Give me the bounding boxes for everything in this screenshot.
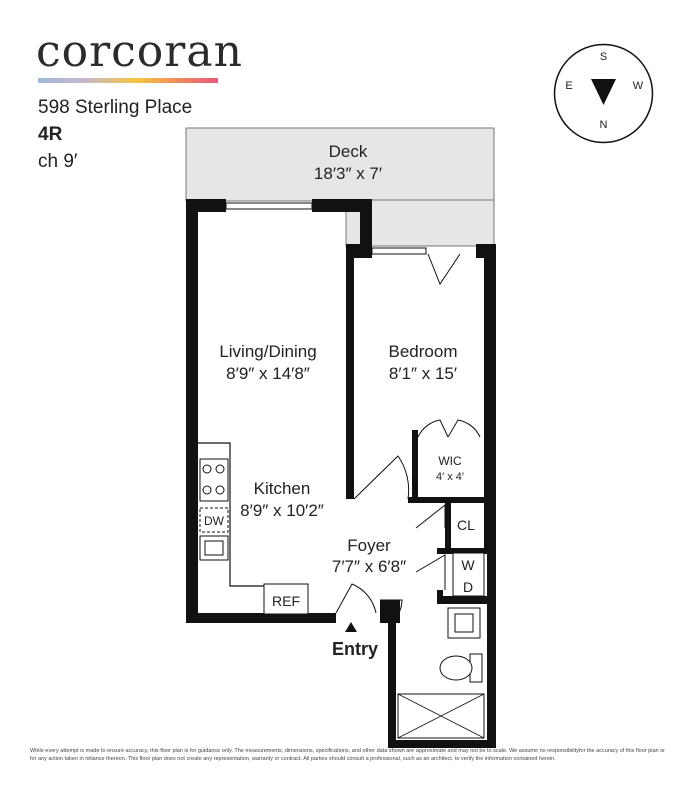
closet-label: CL: [457, 517, 475, 533]
kitchen-dims: 8′9″ x 10′2″: [240, 501, 324, 520]
compass-left-letter: E: [565, 80, 572, 92]
walls: [186, 199, 496, 748]
refrigerator-label: REF: [272, 593, 300, 609]
compass-top-letter: S: [600, 51, 607, 63]
toilet-bowl-icon: [439, 655, 473, 681]
living-name: Living/Dining: [219, 342, 316, 361]
bedroom-name: Bedroom: [389, 342, 458, 361]
compass-bottom-letter: N: [600, 119, 608, 131]
deck-area: [185, 127, 495, 202]
wic-dims: 4′ x 4′: [436, 471, 464, 483]
deck-dims: 18′3″ x 7′: [314, 164, 382, 183]
ceiling-height: ch 9′: [38, 151, 78, 172]
compass-rose: S E W N: [553, 43, 654, 144]
deck-name: Deck: [329, 142, 368, 161]
windows: [225, 202, 427, 255]
corcoran-logo: corcoran: [36, 26, 243, 77]
stove-icon: [199, 458, 229, 502]
disclaimer-text: While every attempt is made to ensure ac…: [30, 748, 665, 762]
kitchen-sink-icon: [199, 535, 229, 561]
brand-color-bar: [38, 78, 218, 83]
foyer-dims: 7′7″ x 6′8″: [332, 557, 406, 576]
bath-sink-icon: [447, 607, 481, 639]
kitchen-name: Kitchen: [254, 479, 311, 498]
refrigerator-box: [263, 583, 309, 615]
compass-arrow-icon: [591, 79, 616, 105]
dishwasher-box: [199, 507, 229, 533]
living-dims: 8′9″ x 14′8″: [226, 364, 310, 383]
wic-name: WIC: [438, 454, 462, 468]
washer-label: W: [461, 557, 475, 573]
doors: [335, 253, 481, 626]
listing-unit: 4R: [38, 124, 63, 145]
kitchen-counter: [198, 442, 264, 587]
entry-arrow-icon: [345, 622, 357, 632]
bedroom-dims: 8′1″ x 15′: [389, 364, 457, 383]
dryer-label: D: [463, 579, 473, 595]
entry-label: Entry: [332, 639, 378, 659]
foyer-name: Foyer: [347, 536, 391, 555]
listing-address: 598 Sterling Place: [38, 97, 193, 118]
dishwasher-label: DW: [204, 514, 225, 528]
washer-dryer-box: [452, 552, 485, 597]
compass-right-letter: W: [633, 80, 644, 92]
